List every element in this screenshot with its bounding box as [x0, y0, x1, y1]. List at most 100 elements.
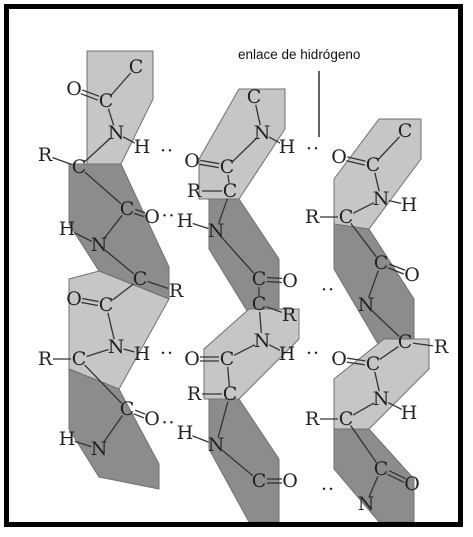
oxygen-atom: O — [184, 348, 200, 370]
nitrogen-atom: N — [373, 188, 390, 210]
double-bond-line — [346, 361, 365, 366]
bond-line — [378, 136, 400, 160]
r-group-label: R — [187, 180, 202, 202]
peptide-plane — [208, 398, 280, 522]
hydrogen-atom: H — [134, 343, 151, 365]
peptide-plane — [198, 88, 286, 200]
r-group-label: R — [305, 206, 320, 228]
carbon-atom: C — [99, 294, 114, 316]
carbon-atom: C — [374, 252, 389, 274]
nitrogen-atom: N — [373, 388, 390, 410]
hydrogen-bond-dots: ·· — [321, 279, 335, 301]
nitrogen-atom: N — [91, 234, 108, 256]
double-bond-line — [346, 160, 365, 166]
nitrogen-atom: N — [254, 122, 271, 144]
double-bond-line — [267, 276, 283, 280]
bond-line — [84, 137, 111, 163]
bond-line — [268, 344, 281, 351]
bond-line — [104, 249, 135, 275]
r-group-label: R — [169, 280, 184, 302]
double-bond-line — [133, 413, 145, 419]
carbon-atom: C — [129, 56, 144, 78]
bond-line — [374, 172, 380, 192]
hydrogen-bond-dots: ·· — [161, 412, 175, 434]
covalent-bonds — [52, 72, 434, 497]
nitrogen-atom: N — [108, 336, 125, 358]
carbon-atom: C — [99, 90, 114, 112]
hydrogen-bond-dots: ·· — [160, 343, 174, 365]
oxygen-atom: O — [144, 206, 160, 228]
carbon-atom: C — [252, 268, 267, 290]
double-bond-line — [266, 280, 282, 284]
hydrogen-bond-dots: ·· — [306, 343, 320, 365]
r-group-label: R — [305, 408, 320, 430]
bond-line — [255, 104, 261, 126]
bond-line — [147, 280, 169, 290]
oxygen-atom: O — [331, 146, 347, 168]
bond-line — [84, 364, 122, 404]
bond-line — [103, 415, 123, 443]
hydrogen-bond-dots: ·· — [160, 140, 174, 162]
bond-line — [350, 425, 377, 463]
nitrogen-atom: N — [358, 493, 375, 515]
r-group-label: R — [282, 304, 297, 326]
hydrogen-atom: H — [279, 136, 296, 158]
bond-line — [379, 345, 399, 361]
bond-line — [111, 283, 135, 301]
bond-line — [266, 306, 282, 313]
oxygen-atom: O — [331, 348, 347, 370]
carbon-atom: C — [247, 86, 262, 108]
bond-line — [107, 312, 115, 340]
carbon-atom: C — [374, 458, 389, 480]
carbon-atom: C — [220, 348, 235, 370]
double-bond-line — [81, 89, 100, 97]
carbon-atom: C — [223, 180, 238, 202]
double-bond-line — [387, 267, 405, 275]
bond-line — [368, 476, 379, 497]
bond-line — [227, 174, 230, 184]
bond-line — [192, 222, 209, 230]
r-group-label: R — [38, 144, 53, 166]
double-bond-line — [134, 409, 146, 415]
bond-line — [221, 449, 254, 477]
oxygen-atom: O — [184, 150, 200, 172]
carbon-atom: C — [120, 198, 135, 220]
bond-line — [107, 108, 115, 126]
peptide-plane — [208, 198, 280, 320]
bond-line — [388, 200, 402, 204]
bond-line — [220, 236, 255, 274]
carbon-atom: C — [398, 331, 413, 353]
bond-line — [103, 214, 123, 240]
hydrogen-atom: H — [59, 218, 76, 240]
bond-line — [352, 202, 375, 214]
double-bond-line — [347, 156, 366, 162]
bond-line — [232, 138, 257, 162]
carbon-atom: C — [220, 156, 235, 178]
r-group-label: R — [434, 336, 449, 358]
bond-line — [218, 198, 228, 224]
carbon-atom: C — [366, 154, 381, 176]
peptide-planes — [68, 50, 430, 522]
carbon-atom: C — [252, 470, 267, 492]
double-bond-line — [199, 163, 219, 169]
bond-line — [374, 371, 380, 392]
carbon-atom: C — [72, 156, 87, 178]
nitrogen-atom: N — [208, 434, 225, 456]
hydrogen-atom: H — [177, 210, 194, 232]
hydrogen-atom: H — [401, 194, 418, 216]
bond-line — [84, 171, 122, 205]
hydrogen-atom: H — [279, 343, 296, 365]
bond-line — [217, 401, 229, 438]
bond-line — [122, 136, 136, 144]
hydrogen-bonds: ················ — [160, 138, 335, 501]
carbon-atom: C — [339, 206, 354, 228]
double-bond-line — [133, 212, 144, 218]
nitrogen-atom: N — [91, 438, 108, 460]
hydrogen-atom: H — [177, 422, 194, 444]
peptide-plane — [86, 50, 154, 165]
bond-line — [123, 348, 135, 353]
hydrogen-bond-label: enlace de hidrógeno — [238, 47, 360, 62]
hydrogen-bond-dots: ·· — [321, 479, 335, 501]
